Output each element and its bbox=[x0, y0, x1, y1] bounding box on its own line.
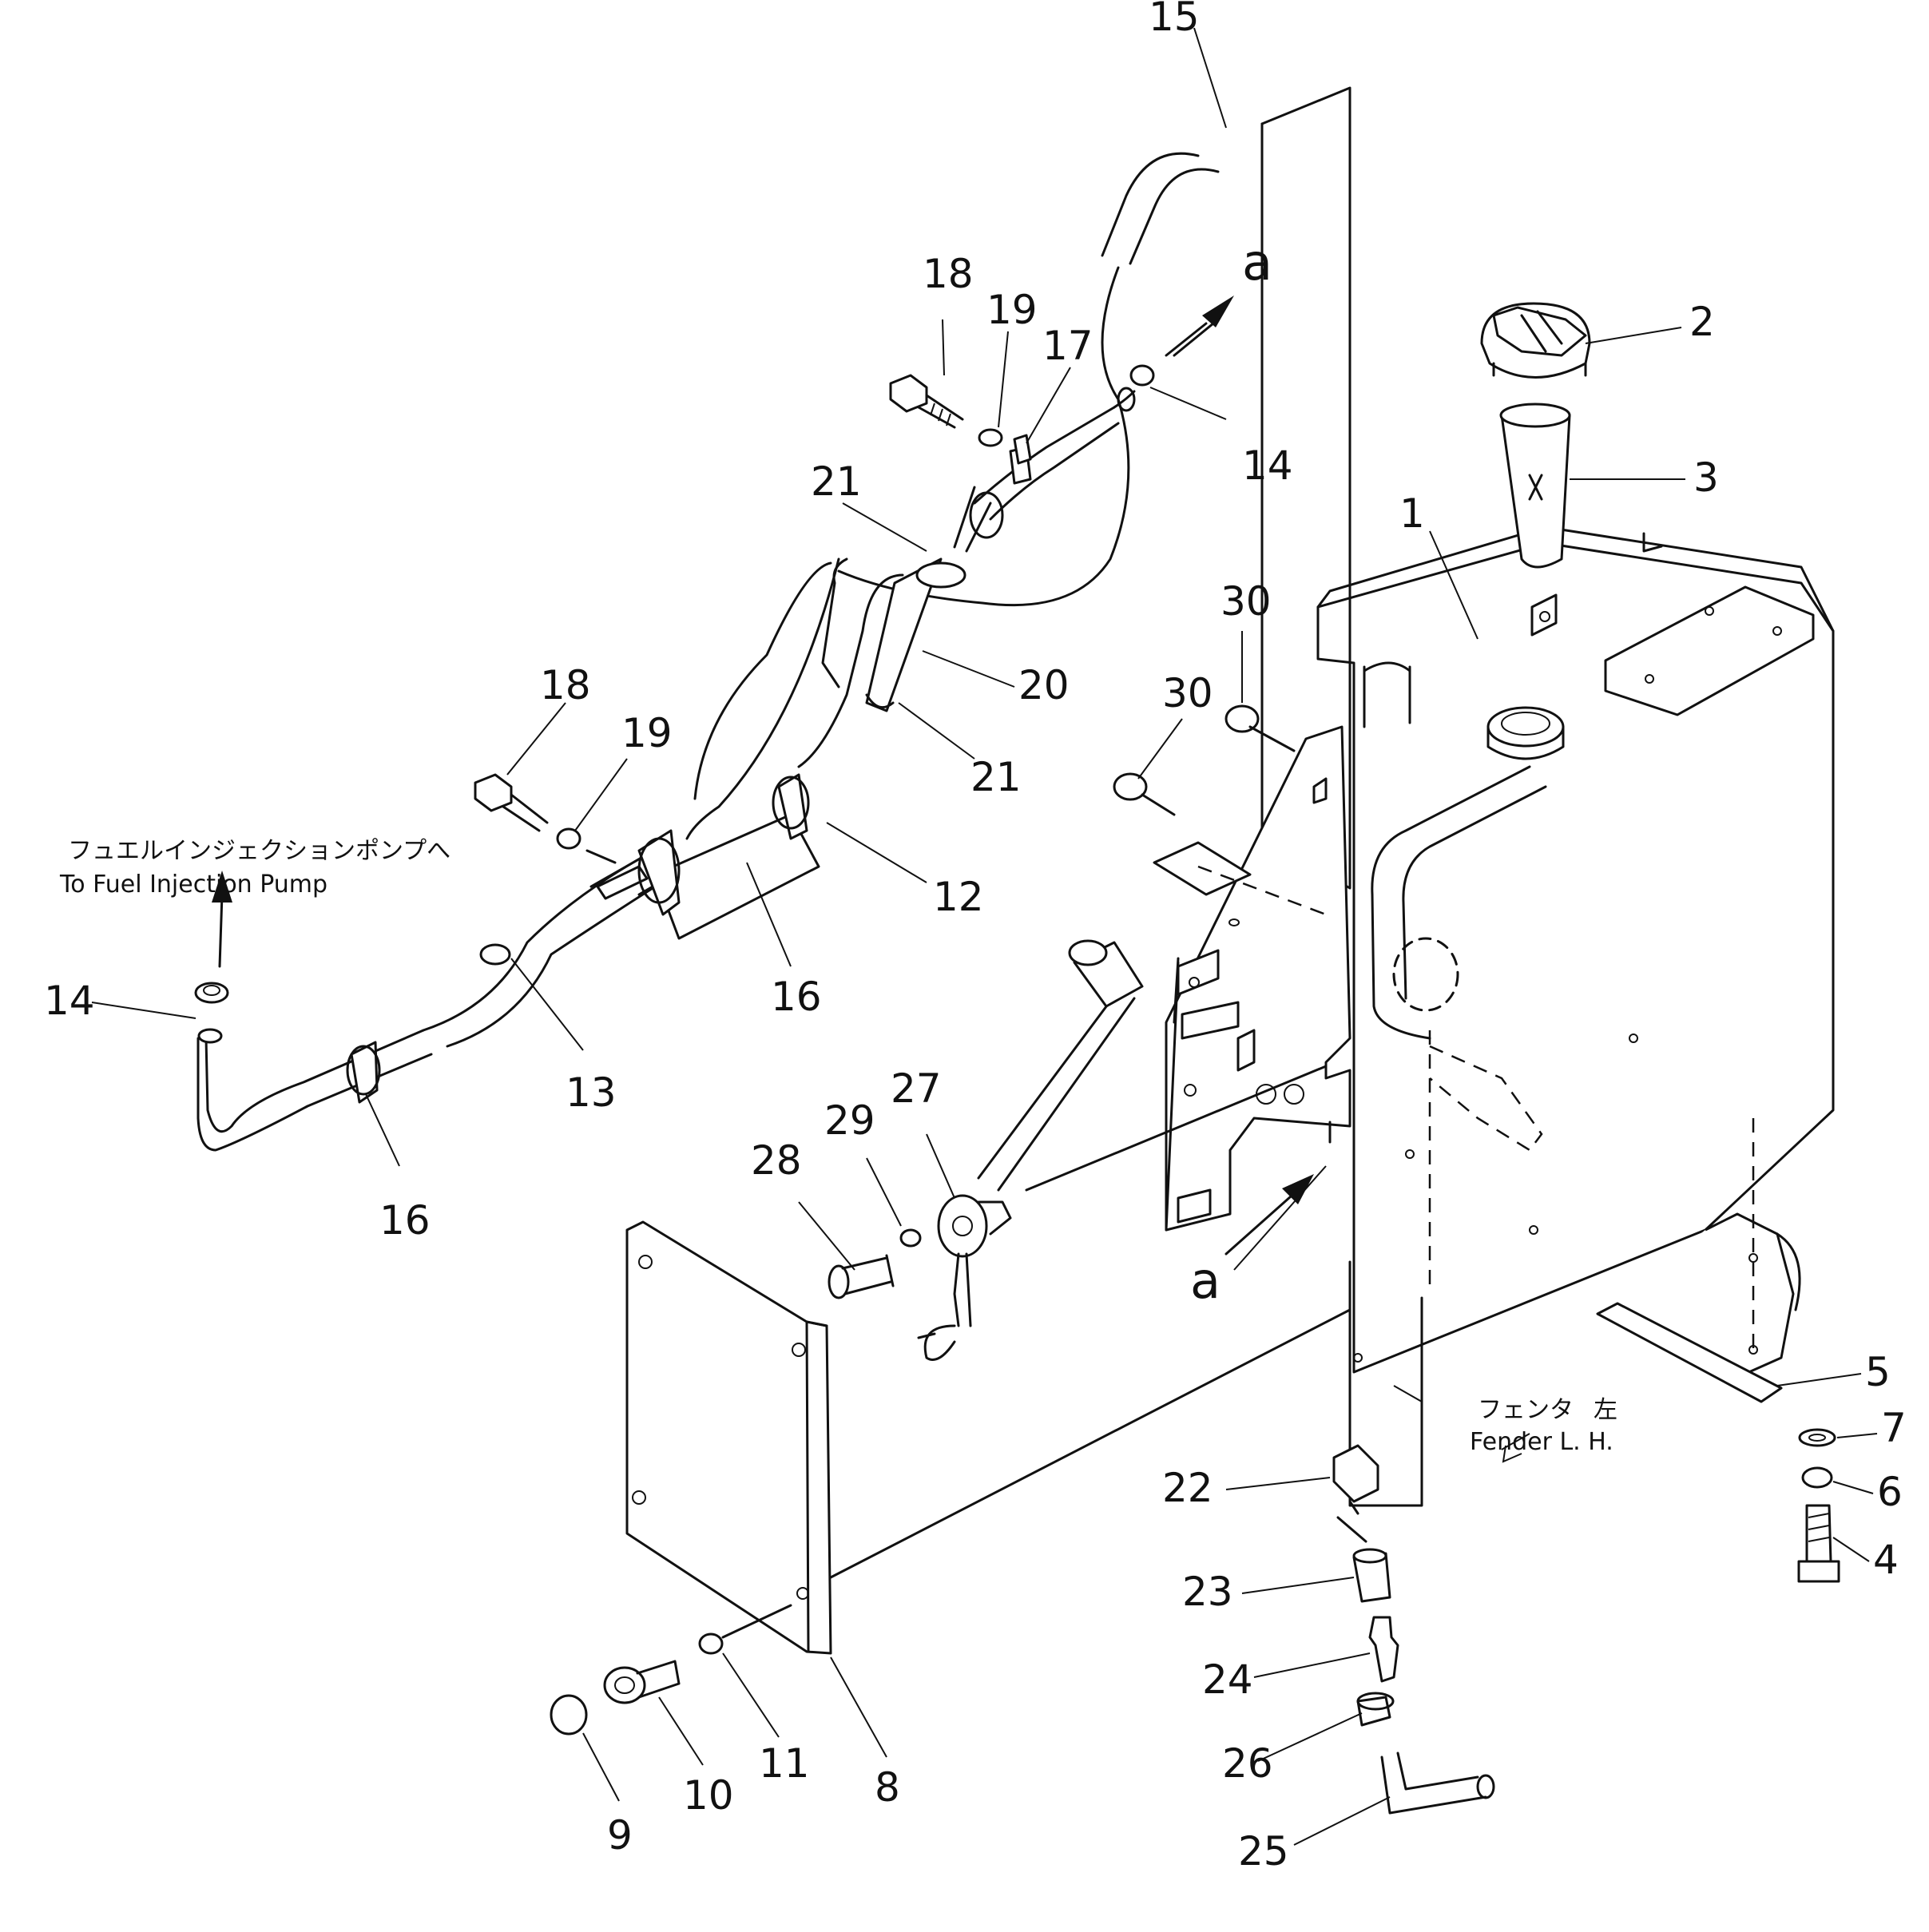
callout-28: 28 bbox=[751, 1137, 802, 1184]
leader-lines bbox=[91, 27, 1878, 1846]
fuel-hoses bbox=[194, 152, 1220, 1152]
pump-note-jp: フュエルインジェクションポンプへ bbox=[68, 837, 450, 865]
callout-12: 12 bbox=[933, 874, 984, 920]
fender-note-en: Fender L. H. bbox=[1470, 1428, 1613, 1456]
bolt-lower bbox=[474, 773, 617, 864]
grommets bbox=[1113, 704, 1327, 926]
front-cover bbox=[625, 1220, 1351, 1655]
callout-5: 5 bbox=[1865, 1349, 1891, 1395]
callout-16-lower: 16 bbox=[379, 1197, 431, 1244]
bolt-10 bbox=[550, 1604, 792, 1736]
callout-6: 6 bbox=[1877, 1469, 1903, 1515]
fender-note-jp2: 左 bbox=[1594, 1396, 1617, 1424]
bolt-28 bbox=[828, 1228, 922, 1299]
callout-19-upper: 19 bbox=[986, 287, 1038, 333]
callout-18-lower: 18 bbox=[540, 662, 591, 708]
callout-27: 27 bbox=[891, 1065, 942, 1112]
callout-21-lower: 21 bbox=[970, 754, 1022, 800]
view-mark-a-bottom: a bbox=[1190, 1252, 1221, 1310]
callout-14-lower: 14 bbox=[44, 978, 95, 1024]
fuel-level-gauge bbox=[917, 939, 1332, 1361]
callout-22: 22 bbox=[1162, 1465, 1213, 1511]
bolt-stack bbox=[1797, 1428, 1840, 1583]
bolt-upper bbox=[889, 374, 1003, 447]
fuel-strainer bbox=[1499, 403, 1571, 569]
callout-30-left: 30 bbox=[1162, 670, 1213, 716]
callout-18-upper: 18 bbox=[923, 251, 974, 297]
callout-11: 11 bbox=[759, 1740, 810, 1787]
side-bracket bbox=[1165, 725, 1351, 1232]
callout-10: 10 bbox=[683, 1772, 734, 1819]
fender-note-jp: フェンタ bbox=[1478, 1396, 1574, 1424]
callout-29: 29 bbox=[824, 1097, 875, 1144]
fuel-filler-cap bbox=[1480, 302, 1591, 379]
callout-15: 15 bbox=[1149, 0, 1200, 40]
callout-labels: 15 2 3 1 14 18 19 17 21 20 21 30 30 18 1… bbox=[44, 0, 1907, 1874]
clamp-plate bbox=[637, 434, 1032, 940]
callout-16-upper: 16 bbox=[771, 974, 822, 1020]
callout-19-lower: 19 bbox=[621, 710, 673, 756]
callout-20: 20 bbox=[1018, 662, 1070, 708]
drain-valve bbox=[1332, 1444, 1495, 1815]
callout-25: 25 bbox=[1238, 1828, 1289, 1874]
callout-30-right: 30 bbox=[1221, 578, 1272, 625]
callout-7: 7 bbox=[1881, 1405, 1907, 1451]
callout-2: 2 bbox=[1689, 299, 1715, 345]
callout-21-upper: 21 bbox=[811, 458, 862, 505]
callout-17: 17 bbox=[1042, 323, 1093, 369]
callout-3: 3 bbox=[1693, 454, 1719, 501]
callout-8: 8 bbox=[875, 1764, 900, 1811]
callout-4: 4 bbox=[1873, 1537, 1899, 1583]
notes: フュエルインジェクションポンプへ To Fuel Injection Pump … bbox=[59, 837, 1617, 1463]
callout-9: 9 bbox=[607, 1812, 633, 1859]
callout-23: 23 bbox=[1182, 1569, 1233, 1615]
fuel-tank bbox=[1316, 526, 1835, 1403]
callout-1: 1 bbox=[1399, 490, 1425, 537]
direction-arrows bbox=[212, 296, 1314, 1256]
callout-26: 26 bbox=[1222, 1740, 1273, 1787]
callout-14-upper: 14 bbox=[1242, 442, 1293, 489]
pump-note-en: To Fuel Injection Pump bbox=[59, 871, 327, 899]
callout-13: 13 bbox=[566, 1069, 617, 1116]
view-mark-a-top: a bbox=[1242, 233, 1272, 292]
callout-24: 24 bbox=[1202, 1656, 1253, 1703]
